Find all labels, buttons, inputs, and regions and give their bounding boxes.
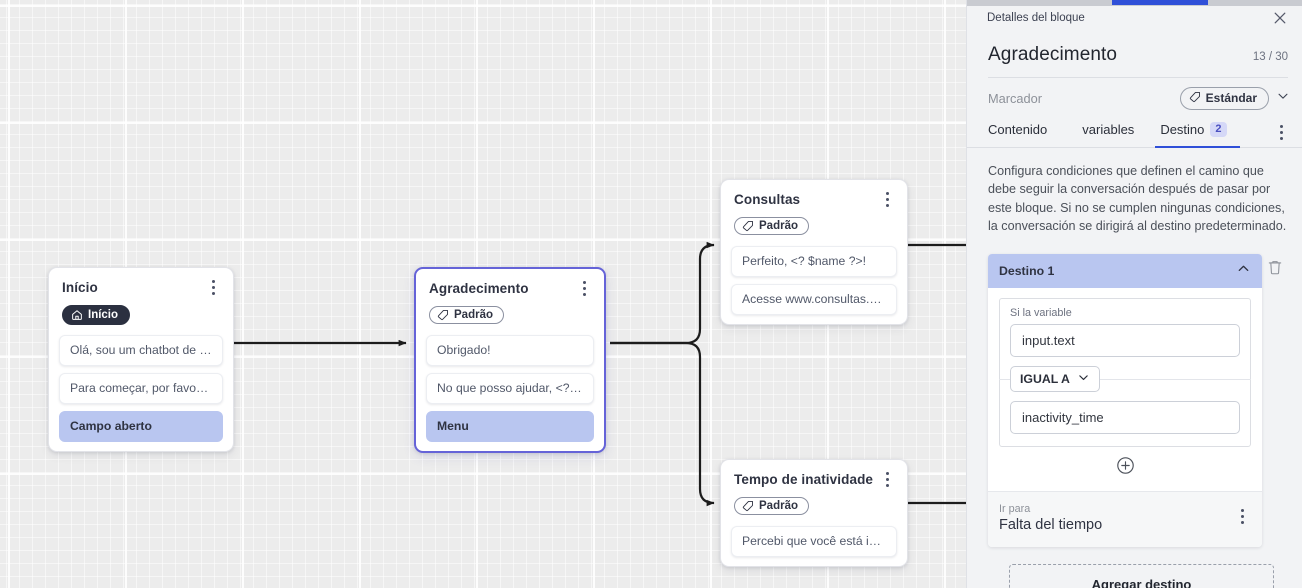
operator-label: IGUAL A: [1020, 371, 1070, 386]
destination-header-label: Destino 1: [999, 263, 1055, 278]
edge-agradecimento-consultas: [610, 241, 715, 345]
node-header: Início: [49, 268, 233, 296]
tag-icon: [1189, 91, 1201, 106]
goto-section[interactable]: Ir para Falta del tiempo: [988, 490, 1262, 547]
node-tag-badge: Padrão: [734, 217, 809, 235]
panel-topbar: Detalles del bloque: [967, 6, 1302, 30]
home-icon: [71, 309, 83, 321]
node-title: Agradecimento: [429, 281, 529, 296]
node-message[interactable]: Obrigado!: [426, 335, 594, 366]
chevron-up-icon[interactable]: [1236, 261, 1251, 281]
panel-sheet: Agradecimento 13 / 30 Marcador Estándar: [967, 30, 1302, 588]
flow-edges: [234, 241, 966, 507]
node-message-highlighted[interactable]: Campo aberto: [59, 411, 223, 442]
add-destination-button[interactable]: Agregar destino: [1009, 563, 1274, 588]
node-tag-label: Padrão: [454, 309, 493, 321]
block-details-panel: Detalles del bloque Agradecimento 13 / 3…: [966, 0, 1302, 588]
node-messages: Obrigado! No que posso ajudar, <? $name …: [416, 335, 604, 442]
node-message[interactable]: Percebi que você está inativo. C...: [731, 526, 897, 557]
edge-agradecimento-inatividade: [610, 341, 715, 507]
tag-icon: [437, 309, 449, 321]
node-messages: Percebi que você está inativo. C...: [721, 526, 907, 557]
close-icon[interactable]: [1272, 10, 1288, 26]
node-title: Início: [62, 280, 98, 295]
panel-content: Configura condiciones que definen el cam…: [967, 148, 1302, 588]
node-menu-icon[interactable]: [878, 190, 896, 208]
node-title: Tempo de inatividade: [734, 472, 874, 487]
marcador-row: Marcador Estándar: [967, 78, 1302, 110]
tab-badge: 2: [1210, 121, 1227, 137]
tag-icon: [742, 500, 754, 512]
node-message[interactable]: Acesse www.consultas.com par...: [731, 284, 897, 315]
node-tag-badge: Padrão: [734, 497, 809, 515]
node-message[interactable]: Perfeito, <? $name ?>!: [731, 246, 897, 277]
flow-node-agradecimento[interactable]: Agradecimento Padrão Obrigado! No que po…: [414, 267, 606, 453]
panel-topbar-label: Detalles del bloque: [987, 12, 1085, 24]
node-tag-label: Padrão: [759, 500, 798, 512]
node-message[interactable]: Olá, sou um chatbot de teste!: [59, 335, 223, 366]
marcador-chip[interactable]: Estándar: [1179, 86, 1269, 110]
tabs-more-icon[interactable]: [1272, 125, 1290, 143]
destination-body: Si la variable input.text IGUAL A: [988, 287, 1262, 491]
node-message-highlighted[interactable]: Menu: [426, 411, 594, 442]
goto-value: Falta del tiempo: [999, 516, 1103, 533]
flow-node-tempo-de-inatividade[interactable]: Tempo de inatividade Padrão Percebi que …: [720, 459, 908, 567]
chevron-down-icon[interactable]: [1276, 89, 1290, 108]
node-messages: Perfeito, <? $name ?>! Acesse www.consul…: [721, 246, 907, 315]
tab-label: variables: [1082, 121, 1135, 137]
node-menu-icon[interactable]: [575, 279, 593, 297]
tag-icon: [742, 220, 754, 232]
horizontal-scrollbar[interactable]: [967, 0, 1302, 6]
node-header: Agradecimento: [416, 269, 604, 297]
goto-label: Ir para: [999, 502, 1031, 515]
marcador-chip-label: Estándar: [1205, 91, 1257, 106]
destination-card: Destino 1 Si la variable input.text: [988, 253, 1262, 547]
tab-variables[interactable]: variables: [1069, 122, 1147, 147]
operator-select[interactable]: IGUAL A: [1010, 365, 1100, 392]
chevron-down-icon: [1077, 371, 1090, 387]
node-message[interactable]: No que posso ajudar, <? $name ...: [426, 373, 594, 404]
node-tag-badge: Início: [62, 305, 131, 325]
panel-title-row: Agradecimento 13 / 30: [967, 30, 1302, 66]
node-header: Consultas: [721, 180, 907, 208]
flow-node-inicio[interactable]: Início Início Olá, sou um chatbot de tes…: [48, 267, 234, 452]
page-title: Agradecimento: [988, 44, 1118, 65]
tab-destino[interactable]: Destino 2: [1147, 121, 1240, 148]
node-tag-label: Início: [88, 309, 119, 321]
condition-box: Si la variable input.text IGUAL A: [999, 297, 1251, 447]
flow-canvas[interactable]: Início Início Olá, sou um chatbot de tes…: [0, 0, 966, 588]
operator-row: IGUAL A: [999, 365, 1251, 392]
node-messages: Olá, sou um chatbot de teste! Para começ…: [49, 335, 233, 442]
tab-contenido[interactable]: Contenido: [988, 122, 1060, 147]
node-tag-badge: Padrão: [429, 306, 504, 324]
node-message[interactable]: Para começar, por favor digite o ...: [59, 373, 223, 404]
char-counter: 13 / 30: [1252, 51, 1288, 63]
node-menu-icon[interactable]: [204, 278, 222, 296]
marcador-label: Marcador: [988, 90, 1043, 106]
node-menu-icon[interactable]: [878, 470, 896, 488]
divider: [988, 77, 1288, 78]
destination-description: Configura condiciones que definen el cam…: [988, 163, 1287, 234]
condition-label: Si la variable: [1010, 306, 1072, 319]
node-tag-label: Padrão: [759, 220, 798, 232]
scrollbar-thumb[interactable]: [1112, 0, 1208, 5]
plus-circle-icon[interactable]: [1116, 456, 1135, 480]
variable-field[interactable]: input.text: [1010, 323, 1240, 357]
destination-header[interactable]: Destino 1: [988, 253, 1262, 288]
compare-value-field[interactable]: inactivity_time: [1010, 400, 1240, 434]
goto-menu-icon[interactable]: [1233, 509, 1251, 527]
add-condition-row: [999, 446, 1251, 491]
node-header: Tempo de inatividade: [721, 460, 907, 488]
panel-tabs: Contenido variables Destino 2: [967, 110, 1302, 148]
flow-node-consultas[interactable]: Consultas Padrão Perfeito, <? $name ?>! …: [720, 179, 908, 325]
trash-icon[interactable]: [1262, 254, 1288, 276]
node-title: Consultas: [734, 192, 801, 207]
tab-label: Destino: [1160, 121, 1205, 137]
tab-label: Contenido: [988, 121, 1048, 137]
destination-block: Destino 1 Si la variable input.text: [988, 253, 1288, 547]
